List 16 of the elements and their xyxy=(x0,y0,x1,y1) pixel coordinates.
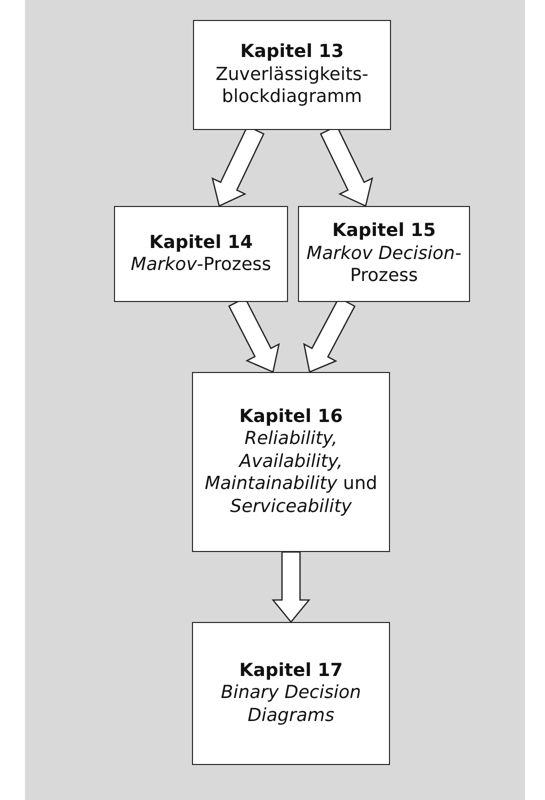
chapter-box xyxy=(192,372,390,552)
chapter-topic: Reliability, Availability, Maintainability und Serviceability xyxy=(204,428,378,518)
chapter-topic: Markov-Prozess xyxy=(130,254,272,276)
chapter-title: Kapitel 17 xyxy=(239,660,343,682)
chapter-box xyxy=(192,622,390,765)
block-arrow xyxy=(272,551,310,624)
chapter-topic: Binary Decision Diagrams xyxy=(220,682,362,728)
chapter-topic: Markov Decision-Prozess xyxy=(306,242,462,288)
chapter-topic: Zuverlässigkeits-blockdiagramm xyxy=(214,64,370,109)
chapter-title: Kapitel 13 xyxy=(240,41,344,64)
chapter-box xyxy=(114,206,288,302)
chapter-box xyxy=(193,20,391,130)
chapter-title: Kapitel 16 xyxy=(239,406,343,428)
chapter-title: Kapitel 15 xyxy=(332,220,436,243)
chapter-title: Kapitel 14 xyxy=(149,232,253,254)
chapter-box xyxy=(298,206,470,302)
